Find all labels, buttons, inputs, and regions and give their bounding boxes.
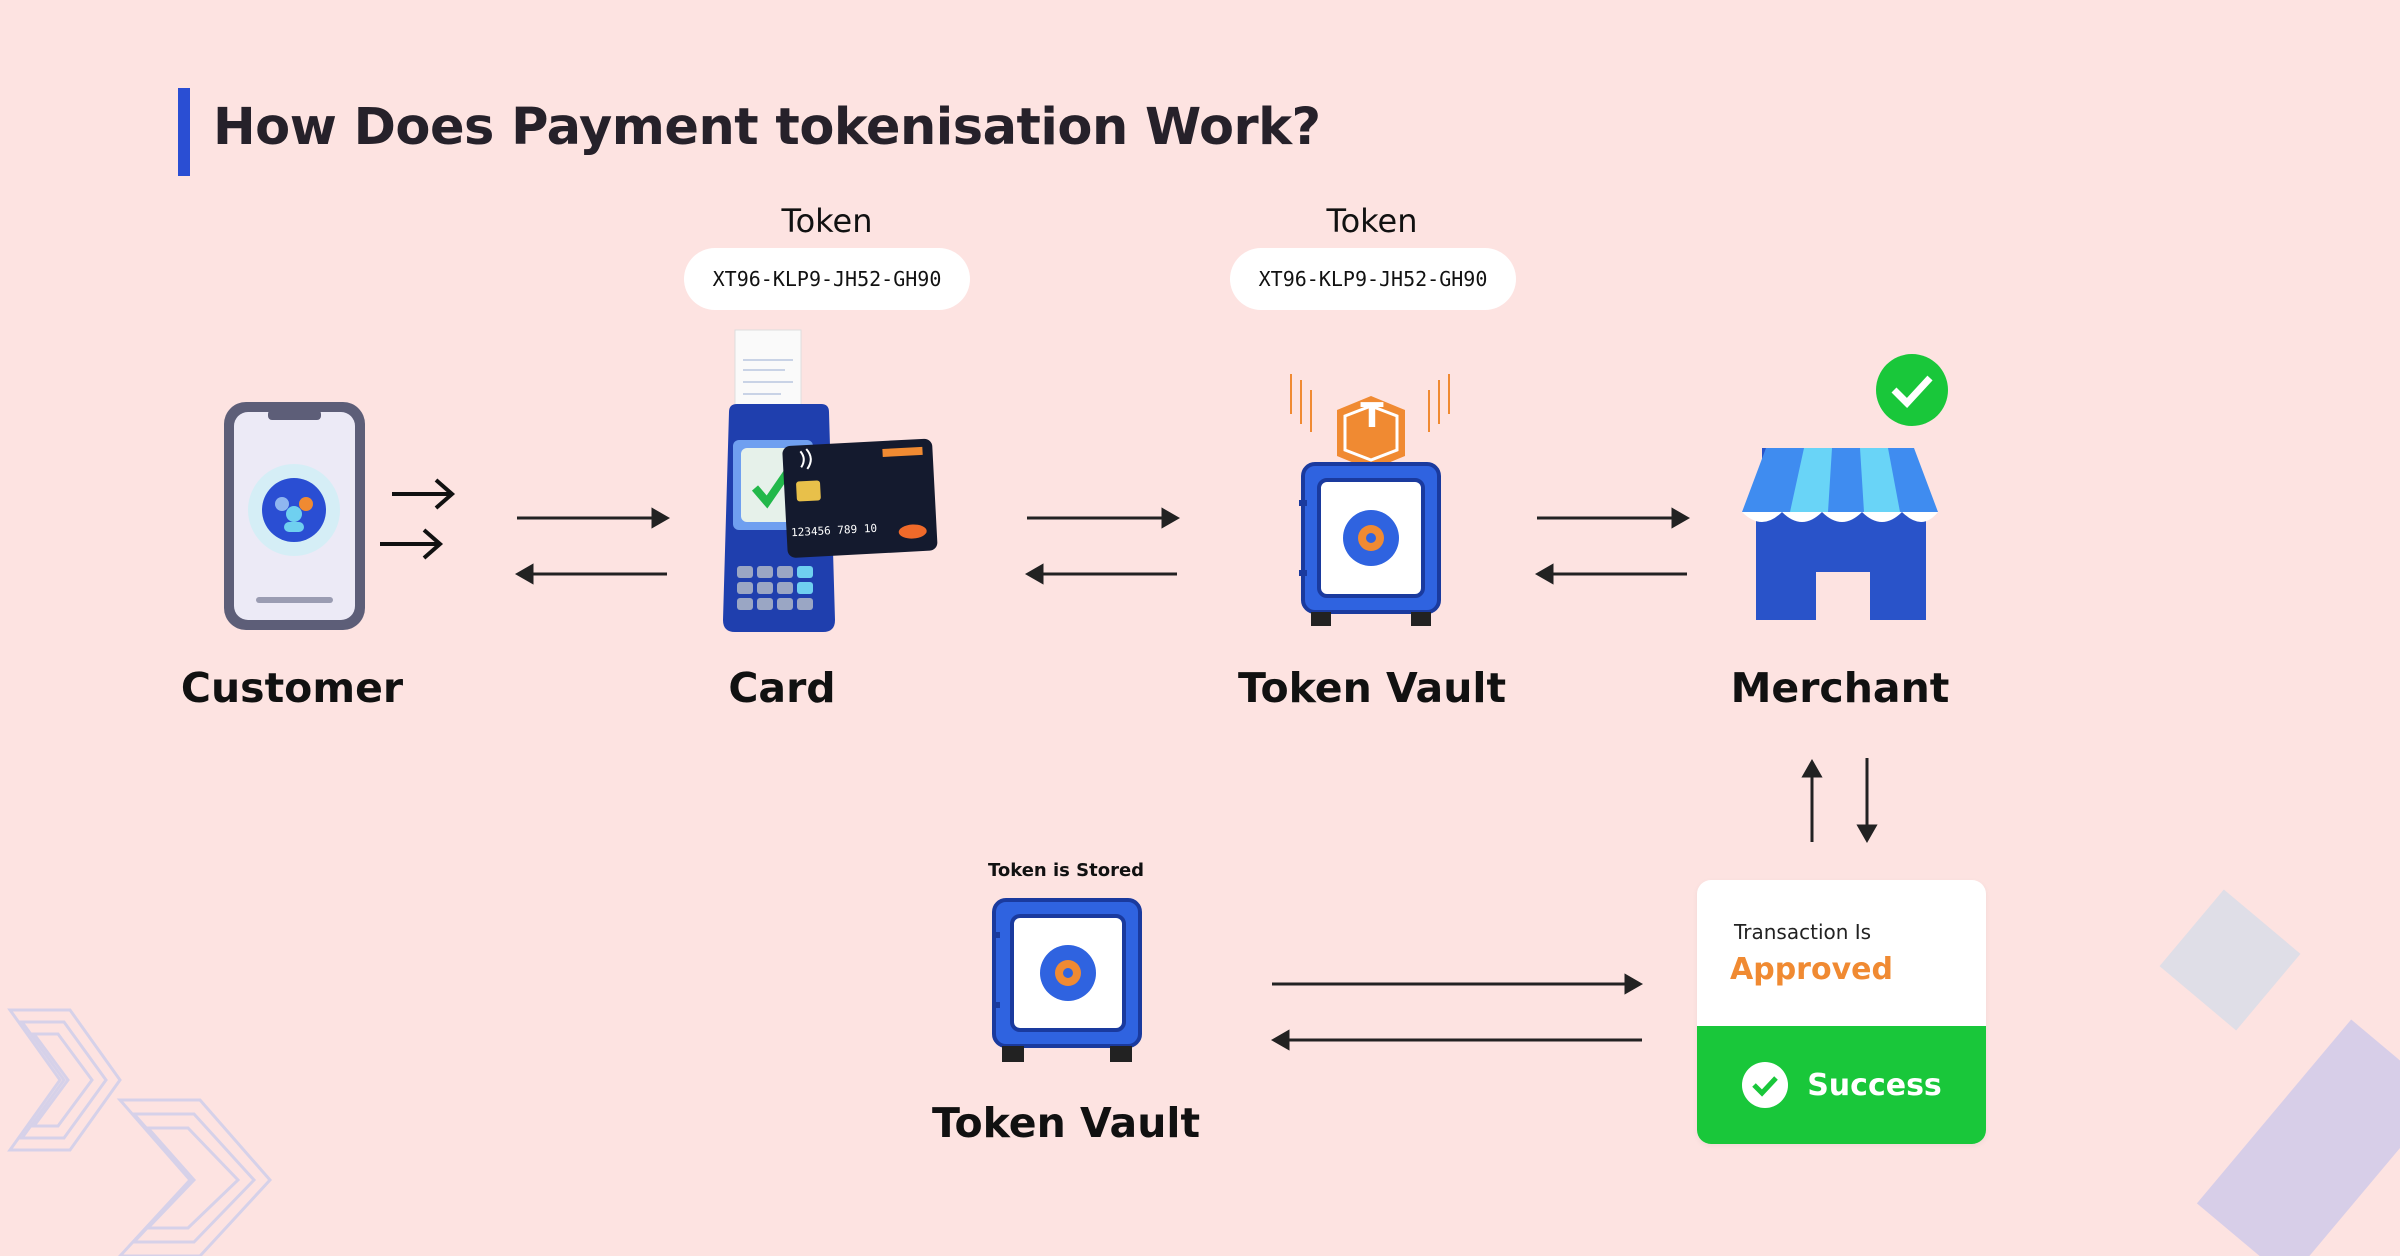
token-vault-icon xyxy=(992,898,1142,1062)
token-caption: Token xyxy=(781,202,873,240)
transaction-status-header: Transaction Is Approved xyxy=(1697,880,1986,1026)
vault-badge-letter: T xyxy=(1360,396,1384,436)
merchant-label: Merchant xyxy=(1730,664,1950,712)
smartphone-icon xyxy=(224,402,365,630)
stored-caption: Token is Stored xyxy=(987,860,1145,881)
decorative-chevrons xyxy=(7,1008,273,1256)
store-icon xyxy=(1742,354,1948,620)
transaction-status-card: Transaction Is Approved Success xyxy=(1697,880,1986,1144)
title-accent-bar xyxy=(178,88,190,176)
payment-terminal-icon xyxy=(723,329,938,632)
token-value-pill: XT96-KLP9-JH52-GH90 xyxy=(1230,248,1516,310)
success-text: Success xyxy=(1807,1067,1942,1103)
customer-label: Customer xyxy=(180,664,404,712)
card-label: Card xyxy=(728,664,836,712)
token-vault-icon xyxy=(1290,374,1450,626)
send-arrows-icon xyxy=(380,478,456,560)
check-circle-icon xyxy=(1742,1062,1789,1108)
success-band: Success xyxy=(1697,1026,1986,1144)
decorative-diamonds xyxy=(2159,889,2400,1256)
token-caption: Token xyxy=(1326,202,1418,240)
transaction-status: Approved xyxy=(1730,952,1893,987)
page-title: How Does Payment tokenisation Work? xyxy=(213,98,1321,157)
token-vault-label: Token Vault xyxy=(1237,664,1507,712)
token-vault-bottom-label: Token Vault xyxy=(931,1099,1201,1147)
transaction-label: Transaction Is xyxy=(1734,920,1872,944)
token-value-pill: XT96-KLP9-JH52-GH90 xyxy=(684,248,970,310)
